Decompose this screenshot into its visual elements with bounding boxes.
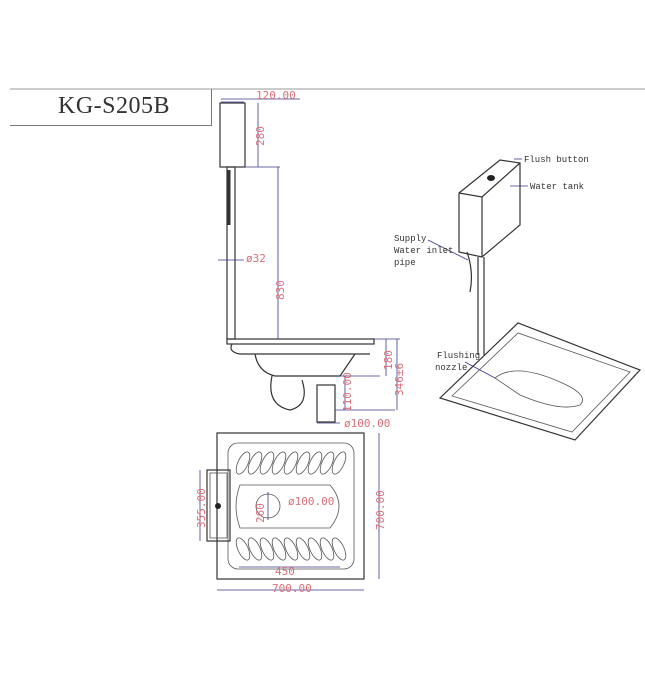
side-tank <box>219 101 246 340</box>
label-nozzle: nozzle <box>435 363 467 373</box>
dim-width: 700.00 <box>272 582 312 595</box>
label-supply: Supply <box>394 234 427 244</box>
iso-view <box>427 158 642 441</box>
side-dimensions: 120.00 280 830 ø32 <box>218 89 300 339</box>
dim-offset: 260 <box>254 503 267 523</box>
model-title: KG-S205B <box>58 93 171 119</box>
side-pan <box>226 338 400 424</box>
dim-tank-length: 355.00 <box>195 488 208 528</box>
title-block <box>10 89 212 126</box>
dim-tank-height: 280 <box>254 126 267 146</box>
top-view <box>199 432 380 591</box>
dim-tank-width: 120.00 <box>256 89 296 102</box>
label-pipe: pipe <box>394 258 416 268</box>
dim-total-height: 346±6 <box>393 363 406 396</box>
dim-outlet-height: 110.00 <box>341 372 354 412</box>
label-flushing: Flushing <box>437 351 480 361</box>
dim-inner-diameter: ø100.00 <box>288 495 334 508</box>
dim-pipe-diameter: ø32 <box>246 252 266 265</box>
dim-pipe-length: 830 <box>274 280 287 300</box>
dim-outlet-diameter: ø100.00 <box>344 417 390 430</box>
dim-inner-length: 450 <box>275 565 295 578</box>
label-water-inlet: Water inlet <box>394 246 453 256</box>
dim-depth: 700.00 <box>374 490 387 530</box>
label-flush-button: Flush button <box>524 155 589 165</box>
dim-pan-depth: 180 <box>382 350 395 370</box>
label-water-tank: Water tank <box>530 182 584 192</box>
